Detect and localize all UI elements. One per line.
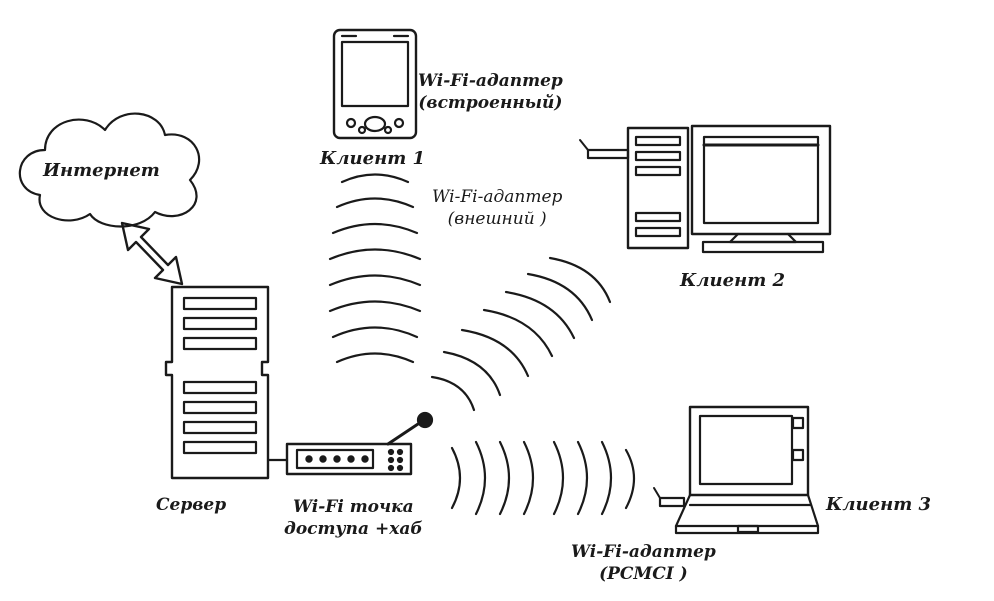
pcmci-adapter-label-line2: (PCMCI ) bbox=[599, 564, 688, 584]
external-adapter-label-line1: Wi-Fi-адаптер bbox=[432, 187, 563, 207]
access-point-label: Wi-Fi точка доступа +хаб bbox=[284, 496, 423, 540]
builtin-adapter-label: Wi-Fi-адаптер (встроенный) bbox=[418, 70, 563, 114]
client-1-label: Клиент 1 bbox=[320, 148, 426, 169]
internet-cloud-icon bbox=[18, 112, 201, 228]
internet-label: Интернет bbox=[43, 160, 160, 181]
client-2-label: Клиент 2 bbox=[680, 270, 786, 291]
laptop-client-3-icon bbox=[653, 405, 820, 535]
access-point-label-line1: Wi-Fi точка bbox=[292, 497, 414, 517]
desktop-client-2-icon bbox=[579, 124, 832, 254]
builtin-adapter-label-line1: Wi-Fi-адаптер bbox=[418, 71, 563, 91]
access-point-label-line2: доступа +хаб bbox=[284, 519, 423, 539]
waves-client-1-icon bbox=[328, 173, 422, 364]
waves-client-2-icon bbox=[430, 256, 612, 412]
builtin-adapter-label-line2: (встроенный) bbox=[418, 93, 563, 113]
server-icon bbox=[164, 285, 289, 480]
server-label: Сервер bbox=[156, 495, 227, 515]
client-3-label: Клиент 3 bbox=[826, 494, 932, 515]
waves-client-3-icon bbox=[450, 440, 636, 516]
pcmci-adapter-label-line1: Wi-Fi-адаптер bbox=[571, 542, 716, 562]
external-adapter-label-line2: (внешний ) bbox=[447, 209, 547, 229]
pcmci-adapter-label: Wi-Fi-адаптер (PCMCI ) bbox=[571, 541, 716, 585]
internet-link-arrow-icon bbox=[120, 221, 184, 286]
external-adapter-label: Wi-Fi-адаптер (внешний ) bbox=[432, 186, 562, 230]
access-point-icon bbox=[285, 411, 434, 476]
pda-client-1-icon bbox=[332, 28, 418, 140]
